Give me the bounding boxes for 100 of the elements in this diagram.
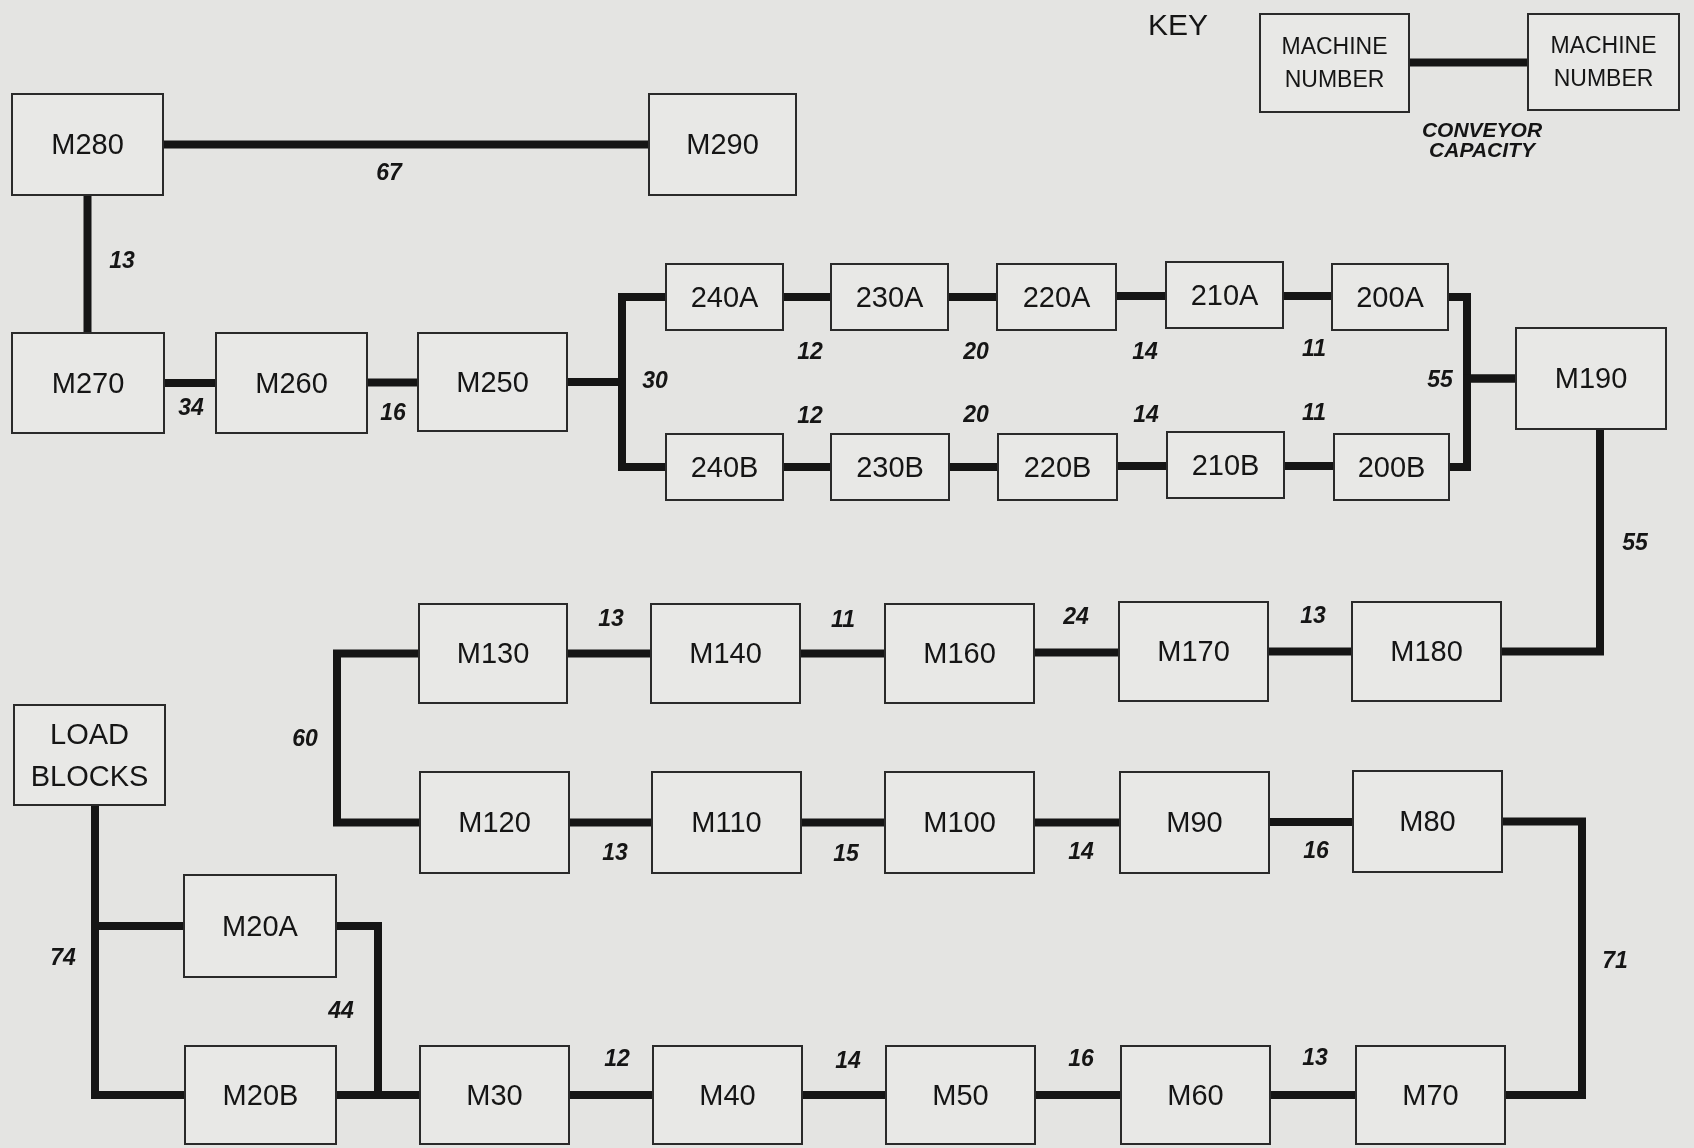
machine-box — [665, 263, 784, 331]
machine-box — [648, 93, 797, 196]
capacity-label: 13 — [598, 608, 624, 630]
capacity-label: 34 — [178, 397, 204, 419]
machine-box — [1333, 433, 1450, 501]
machine-box — [418, 603, 568, 704]
key-box — [1527, 13, 1680, 111]
capacity-label: 24 — [1063, 606, 1089, 628]
capacity-label: 44 — [328, 1000, 354, 1022]
capacity-label: 16 — [1068, 1048, 1094, 1070]
machine-box — [884, 603, 1035, 704]
machine-box — [997, 433, 1118, 501]
machine-box — [1355, 1045, 1506, 1145]
capacity-label: 60 — [292, 728, 318, 750]
machine-name: M260 — [255, 365, 328, 401]
capacity-label: 11 — [1302, 402, 1326, 424]
machine-box — [996, 263, 1117, 331]
machine-box — [1118, 601, 1269, 702]
conveyor-line — [83, 196, 92, 332]
machine-box — [652, 1045, 803, 1145]
machine-name: M50 — [932, 1077, 989, 1113]
conveyor-line — [1035, 818, 1119, 827]
capacity-label: 74 — [50, 947, 76, 969]
machine-box — [419, 1045, 570, 1145]
machine-name: M80 — [1399, 804, 1456, 840]
machine-name: 220A — [1022, 279, 1091, 315]
capacity-label: 14 — [1132, 341, 1158, 363]
machine-box — [419, 771, 570, 874]
machine-box — [1352, 770, 1503, 873]
machine-box — [11, 93, 164, 196]
machine-box — [215, 332, 368, 434]
machine-name: M120 — [458, 805, 531, 841]
capacity-label: 11 — [1302, 338, 1326, 360]
conveyor-line — [1503, 817, 1586, 1099]
capacity-label: 13 — [1302, 1047, 1328, 1069]
machine-name: MACHINE NUMBER — [1549, 30, 1658, 93]
machine-box — [830, 433, 950, 501]
conveyor-line — [1270, 818, 1352, 826]
machine-name: 230B — [856, 449, 924, 485]
conveyor-line — [1117, 292, 1165, 300]
capacity-label: 13 — [1300, 605, 1326, 627]
conveyor-line — [1284, 292, 1331, 300]
conveyor-line — [1269, 647, 1351, 656]
machine-name: LOAD BLOCKS — [29, 716, 150, 794]
capacity-label: 16 — [1303, 840, 1329, 862]
machine-name: M30 — [466, 1077, 523, 1113]
machine-name: 230A — [855, 279, 924, 315]
machine-name: 210B — [1191, 447, 1260, 483]
capacity-label: 13 — [602, 842, 628, 864]
machine-box — [1120, 1045, 1271, 1145]
capacity-label: 12 — [797, 341, 823, 363]
capacity-label: 14 — [1068, 841, 1094, 863]
capacity-label: 67 — [376, 162, 402, 184]
capacity-label: 12 — [604, 1048, 630, 1070]
machine-box — [417, 332, 568, 432]
machine-box — [11, 332, 165, 434]
machine-name: 220B — [1023, 449, 1092, 485]
conveyor-line — [165, 379, 215, 387]
machine-name: M170 — [1157, 634, 1230, 670]
machine-name: M20B — [222, 1077, 299, 1113]
capacity-label: 12 — [797, 405, 823, 427]
machine-box — [885, 1045, 1036, 1145]
machine-box — [1351, 601, 1502, 702]
machine-box — [651, 771, 802, 874]
conveyor-line — [1410, 58, 1527, 67]
capacity-label: 11 — [831, 609, 855, 631]
machine-box — [650, 603, 801, 704]
conveyor-line — [784, 293, 830, 301]
machine-name: M270 — [51, 365, 125, 401]
capacity-label: 13 — [109, 250, 135, 272]
machine-name: 210A — [1190, 277, 1259, 313]
conveyor-line — [802, 818, 884, 827]
conveyor-line — [1285, 462, 1333, 470]
conveyor-line — [164, 140, 648, 149]
conveyor-line — [801, 649, 884, 658]
machine-box — [1331, 263, 1449, 331]
machine-name: M290 — [686, 127, 759, 163]
machine-name: M20A — [222, 908, 298, 944]
machine-name: 240B — [690, 449, 759, 485]
capacity-label: 55 — [1622, 532, 1648, 554]
machine-box — [830, 263, 949, 331]
machine-box — [184, 1045, 337, 1145]
key-box — [1259, 13, 1410, 113]
machine-box — [1119, 771, 1270, 874]
conveyor-line — [570, 1091, 652, 1099]
machine-name: M190 — [1554, 361, 1628, 397]
machine-box — [1515, 327, 1667, 430]
machine-box — [884, 771, 1035, 874]
conveyor-line — [333, 649, 419, 827]
conveyor-line — [1271, 1091, 1355, 1099]
machine-name: M280 — [51, 127, 124, 163]
conveyor-line — [1502, 430, 1604, 656]
machine-name: M90 — [1166, 805, 1223, 841]
conveyor-line — [950, 463, 997, 471]
machine-box — [183, 874, 337, 978]
machine-box — [1165, 261, 1284, 329]
machine-name: 200B — [1357, 449, 1426, 485]
machine-box — [1166, 431, 1285, 499]
machine-name: M250 — [456, 364, 529, 400]
conveyor-line — [1035, 648, 1118, 657]
